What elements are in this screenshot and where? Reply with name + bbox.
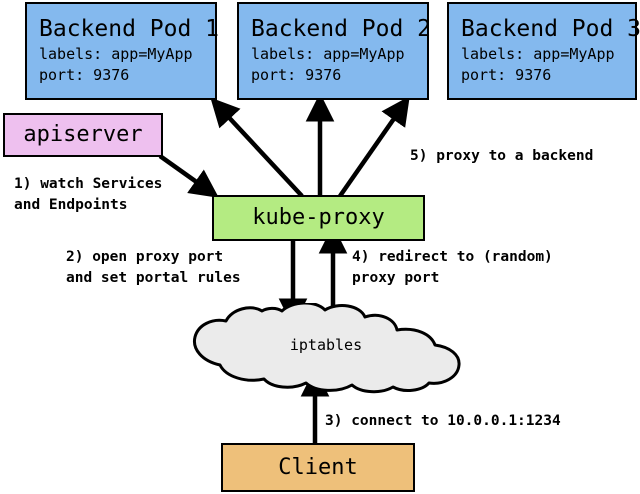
pod-port: port: 9376 <box>251 65 342 84</box>
backend-pod-3-box: Backend Pod 3 labels: app=MyApp port: 93… <box>447 2 640 100</box>
apiserver-box: apiserver <box>3 113 163 157</box>
pod-title: Backend Pod 1 <box>39 15 220 42</box>
pod-title: Backend Pod 2 <box>251 15 432 42</box>
step-5-label: 5) proxy to a backend <box>410 148 594 164</box>
backend-pod-1-box: Backend Pod 1 labels: app=MyApp port: 93… <box>25 2 220 100</box>
client-label: Client <box>278 454 358 480</box>
pod-port: port: 9376 <box>39 65 130 84</box>
arrow-kubeproxy-to-pod3 <box>338 95 410 198</box>
arrow-kubeproxy-to-pod1 <box>210 97 304 198</box>
pod-title: Backend Pod 3 <box>461 15 640 42</box>
step-1-label: 1) watch Services and Endpoints <box>14 176 163 213</box>
pod-labels: labels: app=MyApp <box>461 44 615 63</box>
iptables-cloud: iptables <box>188 303 464 395</box>
pod-port: port: 9376 <box>461 65 552 84</box>
client-box: Client <box>221 443 415 492</box>
cloud-shape <box>192 303 461 394</box>
pod-labels: labels: app=MyApp <box>251 44 405 63</box>
step-3-label: 3) connect to 10.0.0.1:1234 <box>325 413 561 429</box>
backend-pod-2-box: Backend Pod 2 labels: app=MyApp port: 93… <box>237 2 432 100</box>
pod-labels: labels: app=MyApp <box>39 44 193 63</box>
kube-proxy-box: kube-proxy <box>212 195 425 241</box>
step-4-label: 4) redirect to (random) proxy port <box>352 249 553 286</box>
iptables-label: iptables <box>289 336 363 354</box>
step-2-label: 2) open proxy port and set portal rules <box>66 249 241 286</box>
arrow-apiserver-to-kubeproxy <box>158 154 219 198</box>
kube-proxy-label: kube-proxy <box>252 205 385 230</box>
apiserver-label: apiserver <box>23 122 143 147</box>
